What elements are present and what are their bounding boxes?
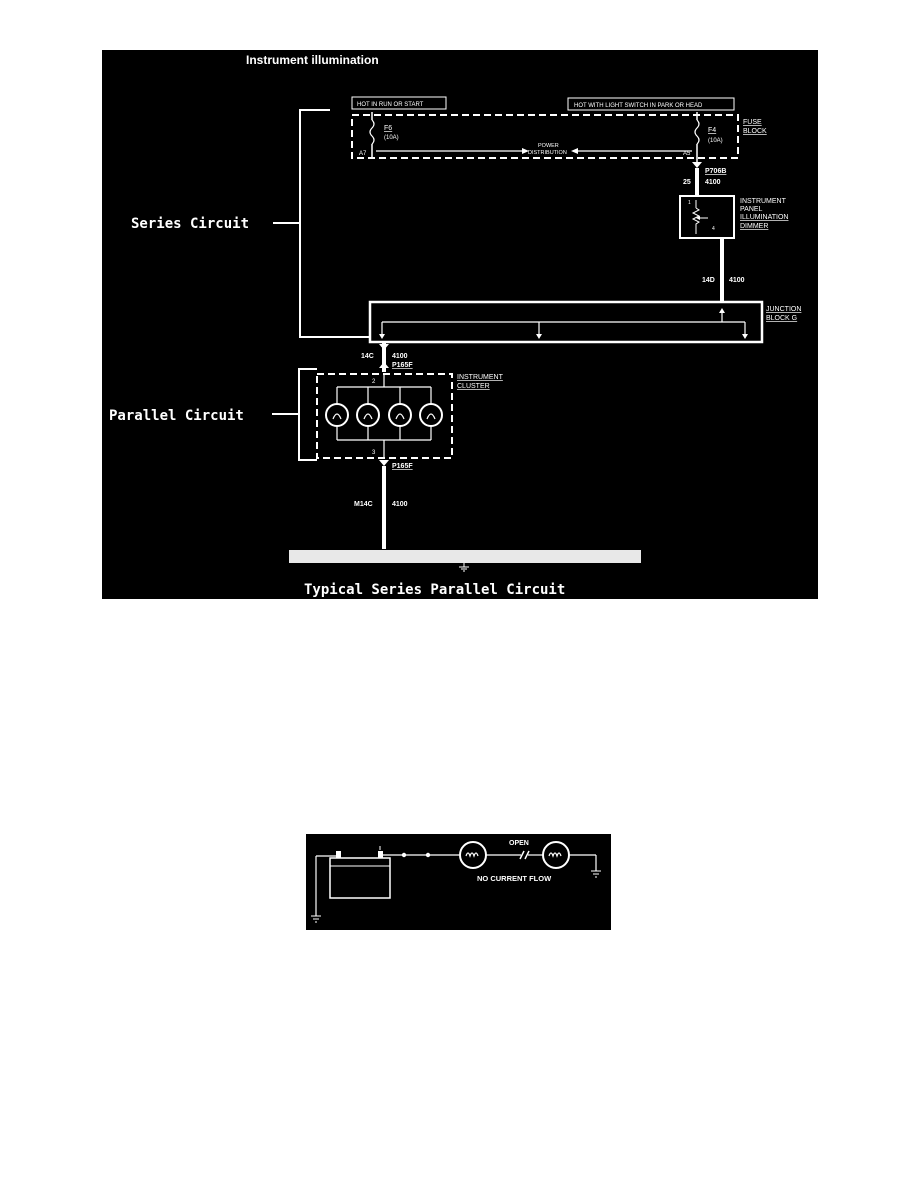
open-circuit-node-1 [401, 852, 407, 858]
wire-25-circuit: 4100 [705, 179, 721, 186]
instrument-cluster-label-2: CLUSTER [457, 383, 490, 390]
open-circuit-diagram: OPEN NO CURRENT FLOW [306, 834, 611, 930]
power-distribution-right-arrowhead [571, 148, 578, 154]
cluster-lamp-1 [325, 387, 349, 440]
connector-p706b [692, 162, 702, 168]
cluster-pin-bottom: 3 [372, 450, 376, 456]
wire-m14c-gauge: M14C [354, 501, 373, 508]
open-break-right [524, 850, 530, 860]
fuse-f6-symbol [369, 119, 375, 145]
hot-run-start-label: HOT IN RUN OR START [357, 102, 424, 108]
wire-14c-gauge: 14C [361, 353, 374, 360]
ground-symbol [459, 563, 469, 572]
right-ground-symbol [591, 870, 601, 878]
open-diagram-background [306, 834, 611, 930]
power-distribution-left-arrowhead [522, 148, 529, 154]
dimmer-label-1: INSTRUMENT [740, 198, 787, 205]
hot-light-switch-label: HOT WITH LIGHT SWITCH IN PARK OR HEAD [574, 103, 703, 109]
dimmer-label-3: ILLUMINATION [740, 214, 789, 221]
dimmer-wiper-arrow [696, 216, 700, 220]
fuse-f6-name: F6 [384, 125, 392, 132]
open-circuit-node-2 [425, 852, 431, 858]
battery-body [329, 857, 391, 899]
hot-run-start-box [351, 96, 447, 110]
cluster-lamp-4 [419, 387, 443, 440]
dimmer-pin-top: 1 [688, 200, 691, 206]
connector-p165f-bottom [379, 460, 389, 466]
dimmer-resistor [691, 207, 701, 234]
power-distribution-label-1: POWER [538, 143, 559, 149]
dimmer-label-2: PANEL [740, 206, 763, 213]
ground-bar [289, 550, 641, 563]
fuse-f6-rating: (10A) [384, 135, 399, 141]
series-parallel-diagram: Instrument illumination HOT IN RUN OR ST… [102, 50, 818, 599]
fuse-block-label-2: BLOCK [743, 128, 767, 135]
power-distribution-label-2: DISTRIBUTION [528, 150, 567, 156]
series-circuit-label: Series Circuit [131, 216, 249, 232]
wire-14d-circuit: 4100 [729, 277, 745, 284]
junction-drop-mid-arrow [536, 334, 542, 339]
junction-drop-left-arrow [379, 334, 385, 339]
junction-drop-right-arrow [742, 334, 748, 339]
hot-light-switch-box [567, 97, 735, 111]
open-break-left [519, 850, 525, 860]
wire-m14c-circuit: 4100 [392, 501, 408, 508]
fuse-f6-pin: A7 [359, 151, 367, 157]
diagram-caption: Typical Series Parallel Circuit [304, 582, 565, 598]
junction-block-label-2: BLOCK G [766, 315, 797, 322]
wire-14d-gauge: 14D [702, 277, 715, 284]
fuse-block-label-1: FUSE [743, 119, 762, 126]
no-current-flow-label: NO CURRENT FLOW [477, 874, 552, 883]
fuse-f4-symbol [694, 119, 700, 145]
connector-p165f-top-label: P165F [392, 362, 413, 369]
wire-14c-connector-bottom [379, 362, 389, 368]
wire-14c-connector-top [379, 344, 389, 350]
dimmer-pin-bottom: 4 [712, 226, 715, 232]
cluster-pin-top: 2 [372, 379, 376, 385]
open-label: OPEN [509, 840, 529, 847]
connector-p706b-label: P706B [705, 168, 726, 175]
fuse-f4-rating: (10A) [708, 138, 723, 144]
fuse-block-outline [351, 114, 739, 159]
dimmer-label-4: DIMMER [740, 223, 768, 230]
cluster-lamp-2 [356, 387, 380, 440]
battery-negative-post [336, 851, 341, 858]
diagram-title: Instrument illumination [246, 53, 379, 67]
wire-25-gauge: 25 [683, 179, 691, 186]
fuse-f4-name: F4 [708, 127, 716, 134]
battery-ground-symbol [311, 915, 321, 923]
parallel-circuit-label: Parallel Circuit [109, 408, 244, 424]
junction-block-label-1: JUNCTION [766, 306, 801, 313]
fuse-f4-pin: A5 [683, 151, 691, 157]
cluster-lamp-3 [388, 387, 412, 440]
wire-14c-circuit: 4100 [392, 353, 408, 360]
junction-block-g [368, 300, 764, 344]
instrument-cluster-label-1: INSTRUMENT [457, 374, 504, 381]
dimmer-box [679, 195, 735, 239]
junction-input-arrow [719, 308, 725, 313]
connector-p165f-bottom-label: P165F [392, 463, 413, 470]
